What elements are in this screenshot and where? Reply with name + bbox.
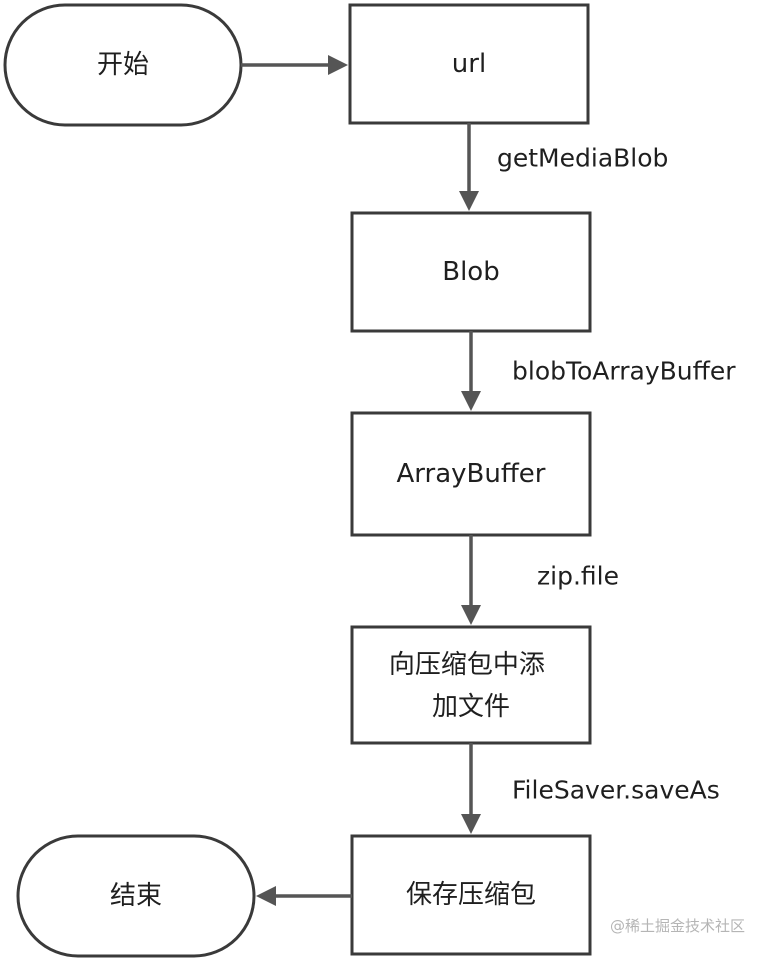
arrowhead-down-icon: [459, 191, 479, 211]
edge-label-get-media-blob: getMediaBlob: [497, 144, 668, 173]
node-url-label: url: [452, 49, 486, 79]
node-end: 结束: [16, 834, 256, 958]
edge-label-blob-to-array-buffer: blobToArrayBuffer: [512, 357, 736, 386]
edge-add-file-to-save-zip: FileSaver.saveAs: [461, 743, 720, 834]
node-start: 开始: [3, 3, 243, 127]
edge-array-buffer-to-add-file: zip.file: [461, 535, 619, 625]
arrowhead-down-icon: [461, 814, 481, 834]
edge-url-to-blob: getMediaBlob: [459, 123, 668, 211]
watermark: @稀土掘金技术社区: [610, 917, 745, 935]
node-add-file-line-1: 向压缩包中添: [389, 650, 545, 680]
arrowhead-down-icon: [461, 605, 481, 625]
node-add-file-line-2: 加文件: [432, 692, 510, 722]
edge-blob-to-array-buffer: blobToArrayBuffer: [461, 331, 736, 411]
node-blob-label: Blob: [442, 257, 499, 287]
arrowhead-left-icon: [256, 886, 276, 906]
node-array-buffer: ArrayBuffer: [350, 411, 592, 537]
arrowhead-right-icon: [328, 55, 348, 75]
node-end-label: 结束: [110, 881, 162, 911]
node-blob: Blob: [350, 211, 592, 333]
edge-label-zip-file: zip.file: [537, 562, 619, 591]
arrowhead-down-icon: [461, 391, 481, 411]
node-add-file: 向压缩包中添 加文件: [350, 625, 592, 745]
node-array-buffer-label: ArrayBuffer: [397, 459, 546, 489]
node-add-file-label: 向压缩包中添 加文件: [389, 650, 553, 722]
node-save-zip-label: 保存压缩包: [406, 880, 536, 910]
node-url: url: [348, 3, 590, 125]
node-start-label: 开始: [97, 50, 149, 80]
edge-start-to-url: [241, 55, 348, 75]
edge-label-file-saver: FileSaver.saveAs: [512, 776, 720, 805]
node-save-zip: 保存压缩包: [350, 834, 592, 956]
edge-save-zip-to-end: [256, 886, 352, 906]
